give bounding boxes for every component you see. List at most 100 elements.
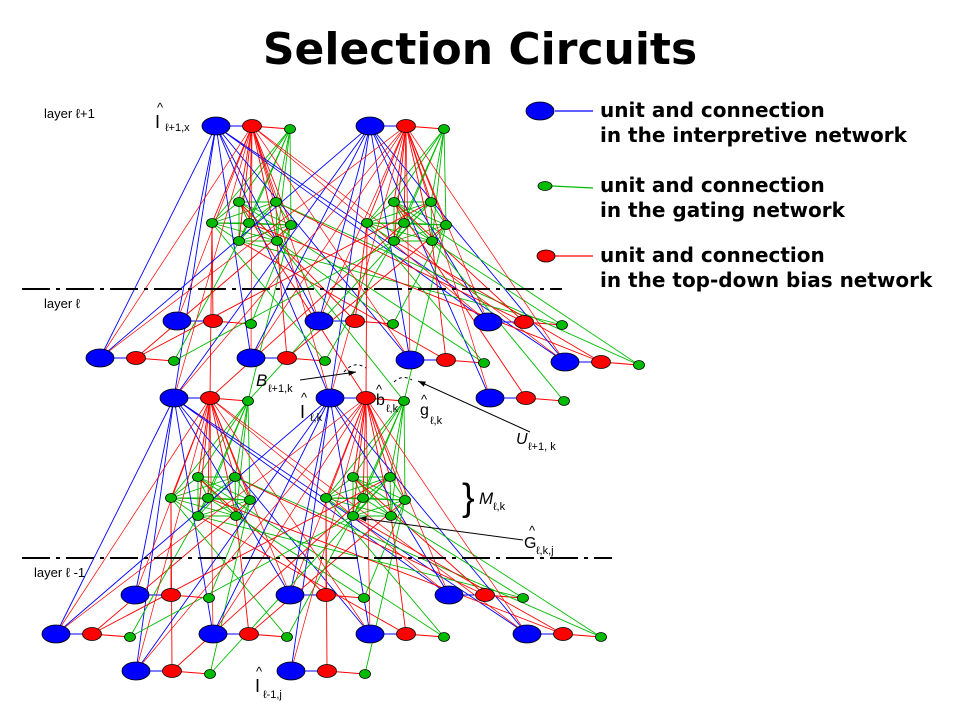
- bias-connection: [393, 125, 407, 242]
- interpretive-connection: [215, 125, 331, 399]
- gating-unit: [558, 396, 570, 406]
- gating-unit: [281, 632, 293, 642]
- symbol-subscript: ℓ,k: [386, 403, 399, 415]
- bias-unit: [239, 627, 259, 641]
- legend-unit-bias: [536, 249, 556, 263]
- label-G: ^ G ℓ,k,j: [524, 523, 554, 557]
- gating-unit: [243, 218, 255, 228]
- symbol-main: I: [255, 676, 260, 696]
- bias-connection: [251, 125, 566, 363]
- interpretive-connection: [318, 125, 371, 322]
- bias-connection: [55, 397, 211, 635]
- legend-unit-gating: [537, 181, 553, 191]
- bias-connection: [238, 125, 253, 242]
- bias-connection: [366, 125, 407, 224]
- label-I-top: ^ I ℓ+1,x: [155, 100, 190, 134]
- gating-unit: [245, 319, 257, 329]
- bias-connection: [251, 125, 411, 361]
- bias-connection: [329, 125, 407, 399]
- interpretive-unit: [121, 661, 151, 681]
- bias-connection: [365, 397, 528, 635]
- bias-connection: [209, 397, 371, 635]
- bias-connection: [99, 125, 407, 359]
- bias-connection: [365, 397, 391, 478]
- interpretive-unit: [434, 585, 464, 605]
- legend-item-interpretive: unit and connection in the interpretive …: [525, 98, 908, 147]
- legend: unit and connection in the interpretive …: [525, 98, 933, 292]
- bias-connection: [91, 476, 391, 635]
- bias-connection: [207, 497, 564, 635]
- gating-connection: [207, 497, 251, 501]
- gating-connection: [247, 400, 251, 501]
- symbol-main: B: [256, 371, 267, 390]
- gating-connection: [431, 240, 563, 326]
- bias-connection: [431, 240, 447, 361]
- gating-connection: [275, 201, 278, 242]
- gating-unit: [284, 124, 296, 134]
- gating-unit: [233, 236, 245, 246]
- gating-connection: [393, 201, 640, 366]
- gating-connection: [443, 128, 447, 226]
- gating-connection: [276, 240, 405, 402]
- bias-unit: [162, 664, 182, 678]
- interpretive-unit: [355, 624, 385, 644]
- symbol-main: G: [524, 535, 536, 552]
- interpretive-unit: [473, 312, 503, 332]
- interpretive-connection: [212, 397, 331, 635]
- gating-connection: [389, 400, 405, 478]
- interpretive-unit: [276, 661, 306, 681]
- symbol-main: U: [516, 431, 528, 448]
- bias-connection: [352, 397, 367, 517]
- gating-unit: [124, 632, 136, 642]
- gating-connection: [362, 400, 405, 499]
- gating-connection: [431, 128, 445, 242]
- bias-connection: [405, 125, 411, 361]
- label-b: ^ b ℓ,k: [376, 382, 399, 415]
- symbol-subscript: ℓ+1, k: [528, 441, 556, 453]
- interpretive-connection: [99, 125, 217, 359]
- symbol-main: M: [479, 489, 494, 508]
- bias-connection: [99, 125, 253, 359]
- gating-connection: [170, 476, 199, 499]
- gating-unit: [347, 472, 359, 482]
- bias-connection: [365, 222, 368, 399]
- gating-unit: [361, 218, 373, 228]
- symbol-main: I: [300, 402, 305, 422]
- gating-connection: [275, 201, 640, 366]
- interpretive-unit: [304, 311, 334, 331]
- bias-unit: [553, 627, 573, 641]
- legend-line-gating: [551, 185, 594, 189]
- gating-connection: [209, 499, 251, 675]
- bias-connection: [209, 222, 213, 399]
- bias-unit: [396, 119, 416, 133]
- bias-unit: [436, 353, 456, 367]
- bias-connection: [365, 397, 392, 517]
- interpretive-unit: [475, 388, 505, 408]
- gating-unit: [270, 197, 282, 207]
- interpretive-unit: [512, 624, 542, 644]
- bias-connection: [251, 125, 278, 242]
- gating-unit: [320, 493, 332, 503]
- gating-connection: [207, 476, 236, 499]
- bias-unit: [82, 627, 102, 641]
- interpretive-unit: [236, 348, 266, 368]
- gating-connection: [389, 476, 392, 517]
- symbol-subscript: ℓ,k: [310, 412, 323, 424]
- hat-mark: ^: [256, 664, 263, 679]
- gating-connection: [235, 400, 249, 517]
- gating-connection: [170, 497, 288, 638]
- gating-connection: [209, 476, 391, 675]
- legend-label-interpretive-line2: in the interpretive network: [600, 123, 908, 147]
- gating-connection: [403, 128, 445, 224]
- gating-unit: [387, 319, 399, 329]
- gating-unit: [359, 669, 371, 679]
- bias-unit: [277, 351, 297, 365]
- gating-unit: [242, 396, 254, 406]
- gating-unit: [285, 220, 297, 230]
- bias-connection: [393, 125, 407, 203]
- hat-mark: ^: [157, 100, 164, 115]
- bias-unit: [516, 391, 536, 405]
- interpretive-connection: [329, 125, 371, 399]
- arrow-B-head: [348, 370, 356, 376]
- legend-label-gating-line2: in the gating network: [600, 198, 846, 222]
